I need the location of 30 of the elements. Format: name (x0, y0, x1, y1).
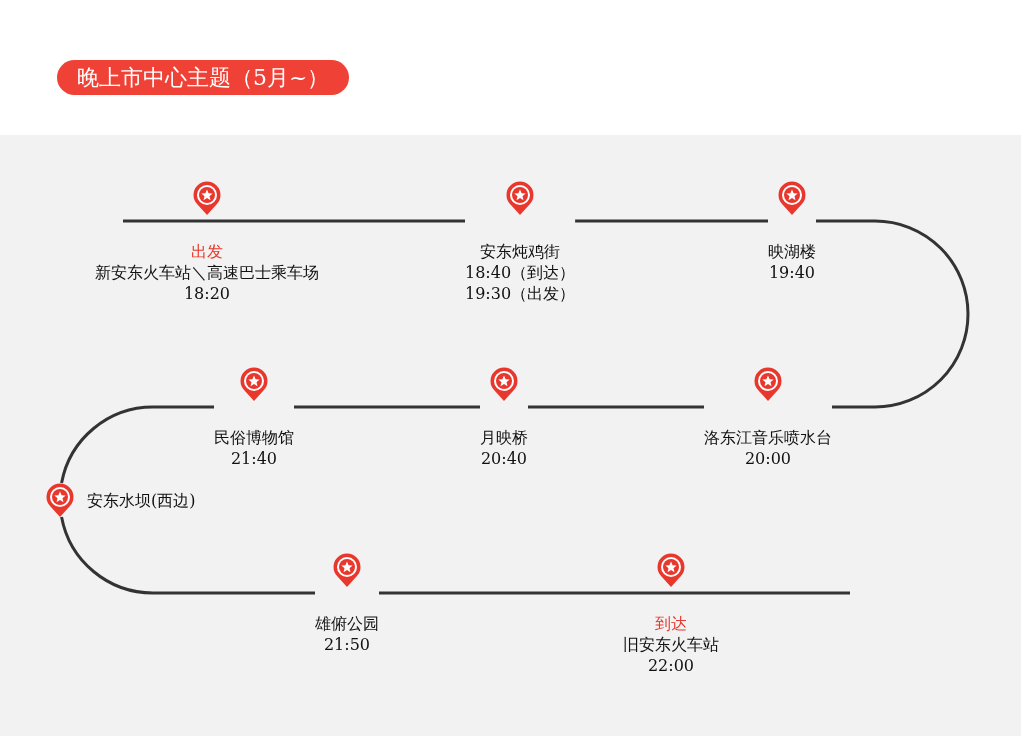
route-line (575, 219, 768, 223)
time-label: 19:40 (768, 262, 816, 283)
stop-name: 旧安东火车站 (623, 634, 719, 655)
time-label: 20:40 (480, 448, 528, 469)
route-line (379, 591, 623, 595)
stop-name: 安东水坝(西边) (87, 489, 196, 511)
status-label: 出发 (190, 241, 224, 262)
stop-name: 映湖楼 (768, 241, 816, 262)
stop-name: 民俗博物馆 (214, 427, 294, 448)
stop-name: 安东炖鸡街 (479, 241, 562, 262)
stop-name: 洛东江音乐喷水台 (704, 427, 832, 448)
route-stop (45, 483, 196, 517)
route-line (60, 405, 214, 484)
time-label: 18:20 (182, 283, 232, 304)
time-label: 22:00 (646, 655, 696, 676)
time-label: 21:50 (322, 634, 372, 655)
route-line (294, 405, 480, 409)
route-line (60, 516, 315, 595)
route-line (816, 219, 970, 409)
time-label: 19:30（出发） (465, 283, 576, 304)
time-label: 21:40 (229, 448, 279, 469)
stop-name: 新安东火车站＼高速巴士乘车场 (95, 262, 319, 283)
time-label: 20:00 (743, 448, 793, 469)
status-label: 到达 (654, 613, 688, 634)
time-label: 18:40（到达） (465, 262, 576, 283)
route-line (319, 219, 465, 223)
stop-name: 雄俯公园 (315, 613, 379, 634)
route-line (528, 405, 704, 409)
title-banner: 晚上市中心主题（5月~） (57, 60, 350, 95)
stop-name: 月映桥 (480, 427, 528, 448)
